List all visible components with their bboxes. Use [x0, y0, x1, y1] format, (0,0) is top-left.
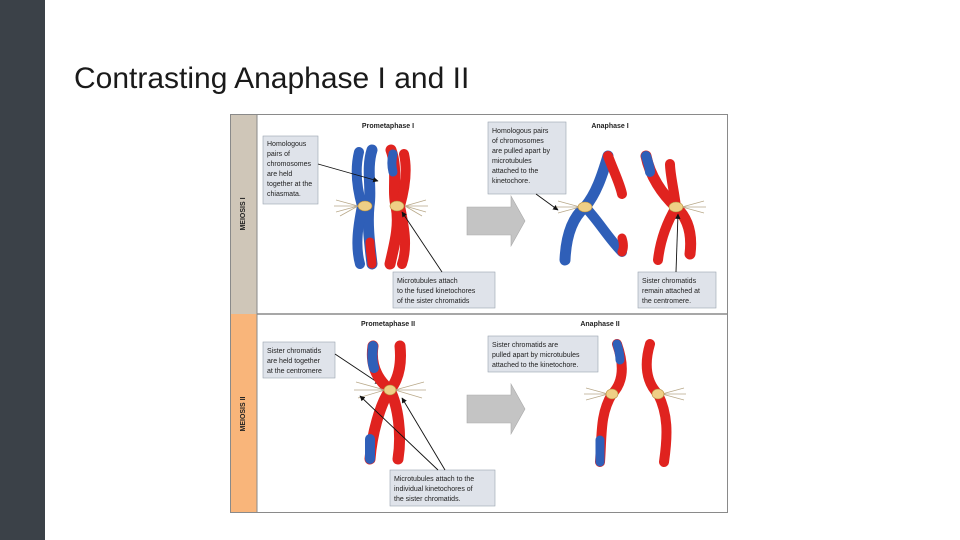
callout-line: pulled apart by microtubules: [492, 352, 580, 359]
callout-microtubules-individual: Microtubules attach to the individual ki…: [389, 469, 496, 507]
callout-line: attached to the kinetochore.: [492, 362, 578, 369]
progression-arrow-1: [466, 194, 526, 248]
callout-line: together at the: [267, 181, 312, 188]
callout-sisters-remain: Sister chromatids remain attached at the…: [637, 271, 717, 309]
callout-line: chromosomes: [267, 161, 311, 168]
pointer-arrow: [675, 213, 681, 273]
callout-line: Homologous: [267, 141, 307, 148]
callout-line: Microtubules attach: [397, 278, 458, 285]
meiosis-figure: MEIOSIS I MEIOSIS II Prometaphase I Anap…: [230, 114, 729, 519]
svg-text:Microtubules attach to t: Microtubules attach to the fused kinetoc…: [397, 278, 477, 305]
anaphase-2-heading: Anaphase II: [580, 321, 619, 328]
callout-pulled-apart: Homologous pairs of chromosomes are pull…: [487, 121, 567, 195]
callout-line: microtubules: [492, 158, 532, 165]
callout-line: to the fused kinetochores: [397, 288, 476, 295]
pointer-arrow: [401, 211, 443, 273]
svg-text:Homologous pairs of: Homologous pairs of chromosomes are held…: [267, 141, 314, 198]
callout-line: attached to the: [492, 168, 538, 175]
pointer-arrow: [334, 353, 381, 385]
callout-line: are held together: [267, 358, 321, 365]
anaphase-1-heading: Anaphase I: [591, 123, 628, 130]
callout-line: Sister chromatids are: [492, 342, 558, 349]
anaphase-1-chromosomes: [556, 150, 706, 266]
callout-line: Sister chromatids: [642, 278, 697, 285]
callout-line: Homologous pairs: [492, 128, 549, 135]
svg-text:Sister chromatids are he: Sister chromatids are held together at t…: [267, 348, 323, 375]
svg-text:Sister chromatids remain: Sister chromatids remain attached at the…: [642, 278, 702, 305]
prometaphase-1-chromosomes: [334, 144, 428, 270]
callout-line: are pulled apart by: [492, 148, 550, 155]
pointer-arrow: [359, 395, 439, 471]
prometaphase-1-heading: Prometaphase I: [362, 123, 414, 130]
callout-line: at the centromere: [267, 368, 322, 375]
progression-arrow-2: [466, 382, 526, 436]
meiosis1-band: [231, 115, 257, 314]
callout-line: the centromere.: [642, 298, 691, 305]
svg-text:Microtubules attach to the: Microtubules attach to the individual ki…: [394, 476, 476, 503]
callout-line: pairs of: [267, 151, 290, 158]
meiosis2-band: [231, 314, 257, 512]
callout-sisters-pulled: Sister chromatids are pulled apart by mi…: [487, 335, 599, 373]
callout-line: Microtubules attach to the: [394, 476, 474, 483]
meiosis1-label: MEIOSIS I: [240, 197, 247, 230]
callout-line: remain attached at: [642, 288, 700, 295]
sidebar: [0, 0, 45, 540]
callout-line: Sister chromatids: [267, 348, 322, 355]
pointer-arrow: [535, 193, 559, 211]
prometaphase-2-heading: Prometaphase II: [361, 321, 415, 328]
callout-sisters-held: Sister chromatids are held together at t…: [262, 341, 336, 379]
svg-text:Homologous pairs of chro: Homologous pairs of chromosomes are pull…: [492, 128, 552, 185]
callout-line: kinetochore.: [492, 178, 530, 185]
callout-microtubules-fused: Microtubules attach to the fused kinetoc…: [392, 271, 496, 309]
slide-title: Contrasting Anaphase I and II: [74, 62, 470, 95]
callout-homologous-held: Homologous pairs of chromosomes are held…: [262, 135, 319, 205]
pointer-arrow: [401, 397, 446, 471]
prometaphase-2-chromosome: [354, 340, 426, 465]
callout-line: chiasmata.: [267, 191, 301, 198]
callout-line: are held: [267, 171, 292, 178]
anaphase-2-chromosomes: [584, 339, 686, 467]
callout-line: of chromosomes: [492, 138, 544, 145]
pointer-arrow: [317, 163, 379, 183]
callout-line: individual kinetochores of: [394, 486, 473, 493]
svg-text:Sister chromatids are pu: Sister chromatids are pulled apart by mi…: [492, 342, 582, 369]
callout-line: of the sister chromatids: [397, 298, 470, 305]
meiosis2-label: MEIOSIS II: [240, 396, 247, 431]
callout-line: the sister chromatids.: [394, 496, 461, 503]
